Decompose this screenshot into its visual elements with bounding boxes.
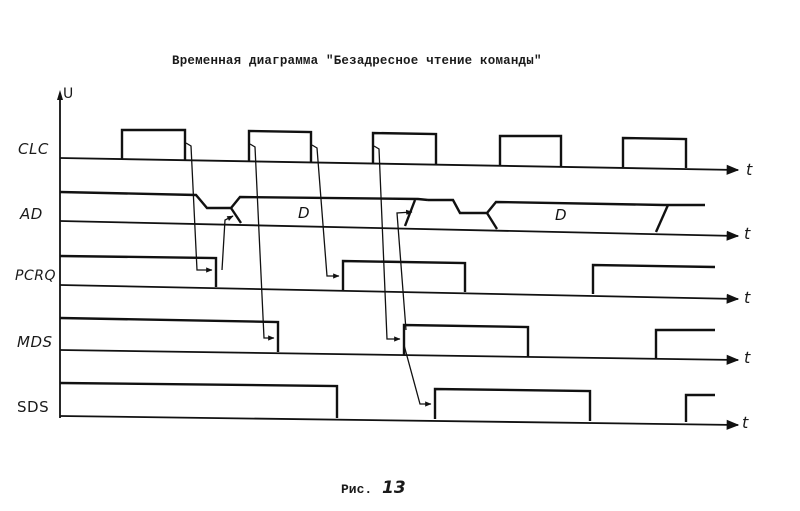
- caption-number: 13: [382, 478, 406, 498]
- causal-arrows: [185, 142, 432, 407]
- signal-mds-waveform: [59, 316, 740, 365]
- t-label-pcrq: t: [744, 288, 751, 307]
- caption-prefix: Рис.: [341, 482, 373, 497]
- figure-caption: Рис. 13: [341, 478, 406, 498]
- signal-pcrq-waveform: [59, 254, 740, 304]
- signal-label-pcrq: PCRQ: [15, 268, 56, 284]
- signal-sds-waveform: [59, 381, 740, 430]
- signal-label-sds: SDS: [17, 398, 50, 416]
- signal-label-ad: AD: [20, 205, 43, 223]
- t-label-sds: t: [742, 413, 749, 432]
- signal-clc-waveform: [59, 128, 740, 175]
- diagram-title: Временная диаграмма "Безадресное чтение …: [172, 54, 542, 68]
- ad-data-window-1: D: [298, 204, 310, 222]
- y-axis: [57, 90, 63, 418]
- signal-label-mds: MDS: [17, 333, 53, 351]
- signal-label-clc: CLC: [18, 140, 49, 158]
- t-label-mds: t: [744, 348, 751, 367]
- t-label-clc: t: [746, 160, 753, 179]
- ad-data-window-2: D: [555, 206, 567, 224]
- y-axis-label: U: [63, 86, 74, 102]
- t-label-ad: t: [744, 224, 751, 243]
- signal-ad-waveform: D D: [59, 190, 740, 241]
